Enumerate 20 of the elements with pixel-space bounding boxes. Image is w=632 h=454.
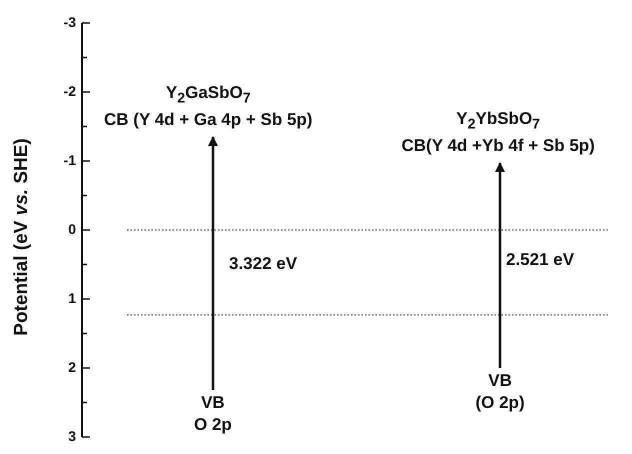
band-text: CB(Y 4d +Yb 4f + Sb 5p) [402, 135, 595, 158]
band-text: (O 2p) [476, 392, 525, 414]
tick-label: -2 [62, 83, 76, 99]
band-text: O 2p [194, 414, 232, 436]
arrow [208, 136, 218, 390]
tick-label: 1 [67, 290, 76, 306]
tick-label: 2 [67, 359, 76, 375]
band-text: CB (Y 4d + Ga 4p + Sb 5p) [104, 109, 312, 132]
band-text: VB [487, 370, 513, 392]
compound-name: Y$_{2}$GaSbO$_{7}$ [164, 82, 252, 108]
tick-label: -3 [62, 14, 76, 30]
arrow [495, 162, 505, 368]
band-text: VB [200, 392, 226, 414]
edge-label: 3.322 eV [229, 254, 298, 274]
tick-label: 0 [67, 221, 76, 237]
compound-name: Y$_{2}$YbSbO$_{7}$ [455, 108, 542, 134]
tick-label: -1 [62, 152, 76, 168]
edge-label: 2.521 eV [506, 250, 574, 270]
axis-title: Potential (eV vs. SHE) [11, 138, 33, 336]
tick-label: 3 [67, 428, 76, 444]
